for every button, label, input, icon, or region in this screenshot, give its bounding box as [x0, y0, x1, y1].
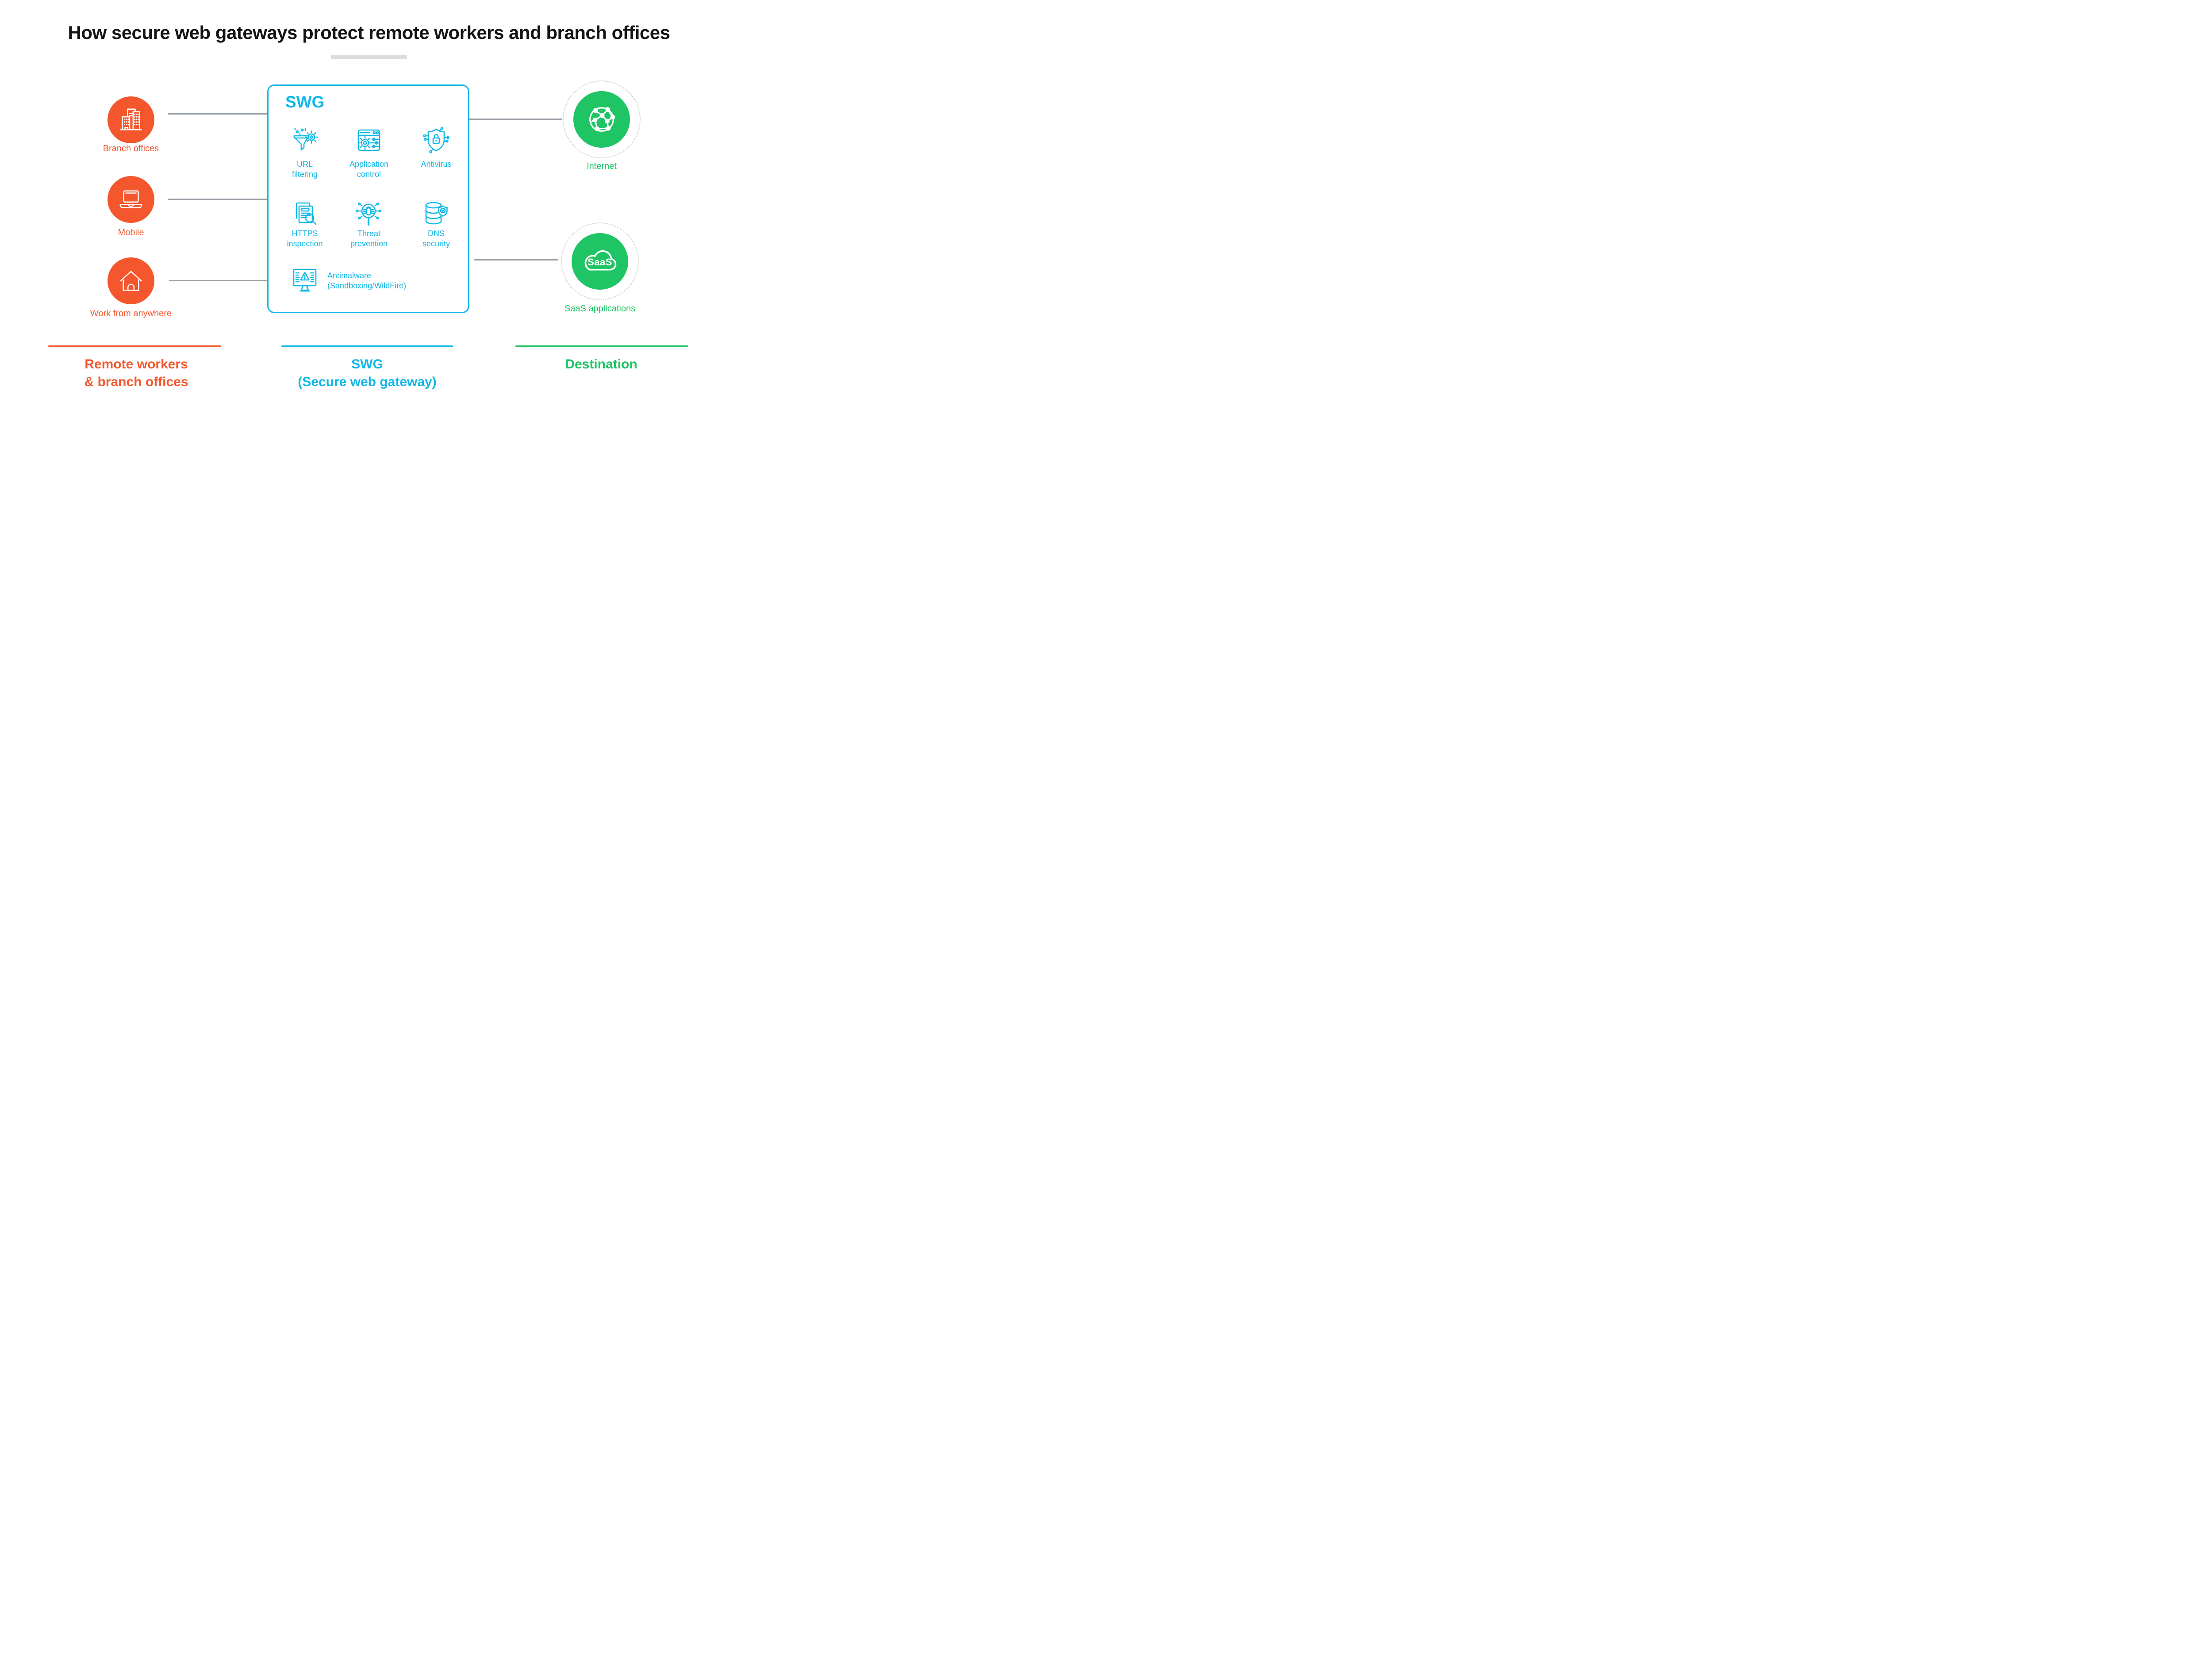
- section-label-gateway: SWG (Secure web gateway): [298, 357, 437, 389]
- swg-box-title: SWG: [285, 93, 325, 111]
- destination-node-label: Internet: [587, 161, 617, 171]
- saas-circle: SaaS: [572, 233, 628, 290]
- service-label-threat-prevention: Threat prevention: [350, 229, 388, 248]
- laptop-icon: [117, 186, 145, 213]
- service-label-antimalware: Antimalware (Sandboxing/WildFire): [327, 271, 407, 290]
- buildings-icon: [117, 106, 145, 134]
- service-label-antivirus: Antivirus: [421, 160, 452, 169]
- section-underline-destination: [515, 345, 688, 347]
- source-node-label: Work from anywhere: [90, 309, 172, 318]
- source-node-label: Branch offices: [103, 144, 159, 153]
- source-node-mobile: [108, 176, 154, 223]
- destination-node-saas: SaaS: [561, 222, 639, 300]
- bug-magnifier-icon: [355, 199, 383, 228]
- source-node-work-from-anywhere: [108, 257, 154, 304]
- section-label-destination: Destination: [565, 357, 637, 372]
- service-label-https-inspection: HTTPS inspection: [287, 229, 323, 248]
- connector-line: [168, 199, 267, 200]
- section-underline-gateway: [281, 345, 453, 347]
- title-divider: [331, 55, 407, 59]
- connector-line: [474, 259, 558, 261]
- shield-lock-icon: [422, 126, 450, 154]
- saas-badge: SaaS: [588, 257, 612, 268]
- destination-node-label: SaaS applications: [564, 304, 636, 314]
- globe-network-icon: [584, 102, 619, 137]
- connector-line: [168, 113, 267, 115]
- page-title: How secure web gateways protect remote w…: [68, 22, 670, 43]
- database-shield-icon: [422, 199, 450, 228]
- service-label-url-filtering: URL filtering: [292, 160, 318, 179]
- swg-box: SWG URL filtering: [267, 84, 469, 313]
- monitor-alert-icon: [291, 265, 319, 294]
- source-node-branch-offices: [108, 96, 154, 143]
- app-window-gear-icon: [355, 126, 383, 154]
- service-label-dns-security: DNS security: [422, 229, 450, 248]
- connector-line: [469, 119, 562, 120]
- destination-node-internet: [563, 80, 641, 158]
- connector-line: [169, 280, 267, 281]
- internet-circle: [573, 91, 630, 148]
- funnel-gear-icon: [291, 126, 319, 154]
- source-node-label: Mobile: [118, 228, 144, 238]
- section-underline-sources: [48, 345, 221, 347]
- service-label-application-control: Application control: [349, 160, 389, 179]
- saas-cloud-icon: SaaS: [580, 241, 620, 282]
- section-label-sources: Remote workers & branch offices: [84, 357, 188, 389]
- house-icon: [117, 267, 145, 295]
- document-magnifier-icon: [291, 199, 319, 228]
- infographic-canvas: How secure web gateways protect remote w…: [0, 0, 738, 415]
